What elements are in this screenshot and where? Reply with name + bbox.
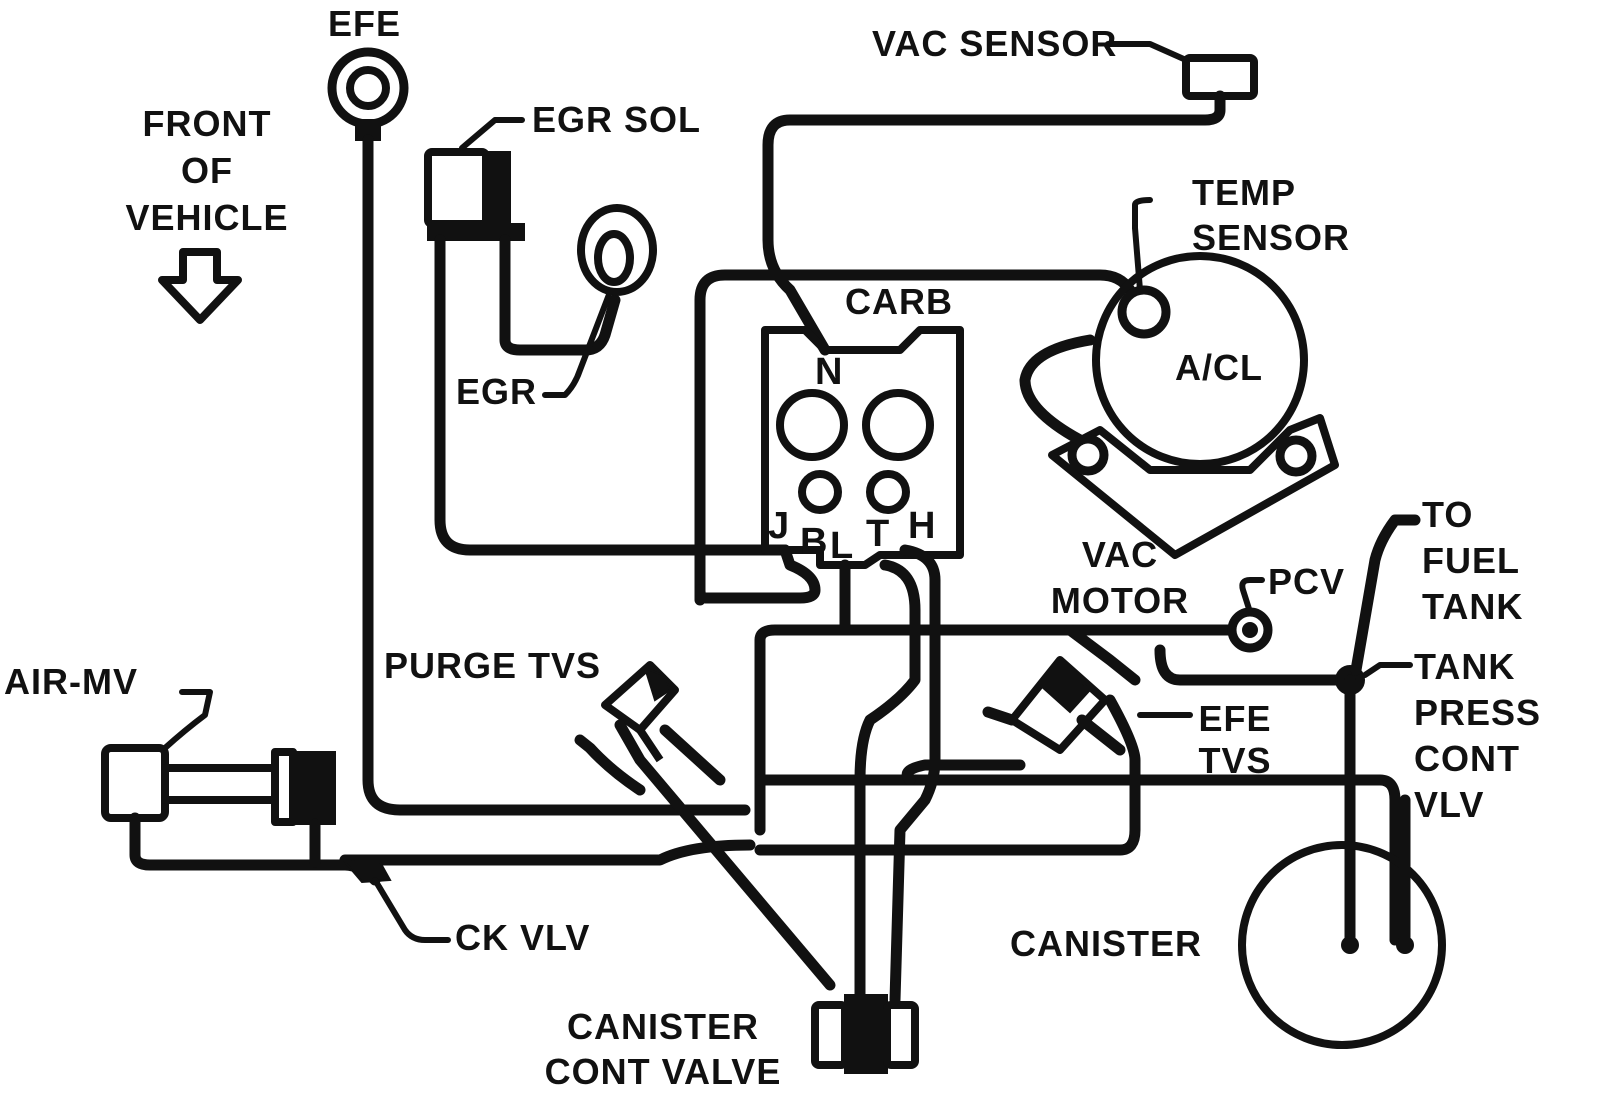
temp-sensor-leader: [1132, 197, 1153, 231]
port-l-label: L: [830, 525, 854, 567]
air-mv-hose: [129, 812, 381, 886]
egr-sol-hose-to-egr: [499, 234, 621, 356]
port-b-label: B: [800, 521, 828, 563]
canister-cont-valve-label: CANISTER CONT VALVE: [544, 1006, 782, 1092]
canister-valve-hose-3: [901, 759, 1026, 786]
purge-tvs-hose: [614, 719, 836, 991]
tank-press-line: [1154, 644, 1351, 686]
purge-tvs-hose-3: [659, 724, 726, 786]
temp-sensor-label: TEMP SENSOR: [1192, 172, 1351, 258]
carb-t-hose: [854, 559, 921, 1006]
canister-port-1: [1341, 936, 1359, 954]
front-of-vehicle-label: FRONT OF VEHICLE: [125, 103, 289, 238]
purge-tvs-label: PURGE TVS: [384, 645, 602, 686]
manifold-rail-hose: [754, 624, 1246, 836]
purge-tvs: [601, 661, 679, 763]
manifold-to-canister-hose: [754, 774, 1401, 946]
vac-sensor-leader: [1105, 41, 1189, 63]
front-arrow-icon: [158, 248, 242, 324]
vac-motor-label: VAC MOTOR: [1050, 534, 1190, 621]
ck-vlv-leader: [372, 877, 451, 943]
egr-solenoid: [424, 148, 525, 241]
carb-j-hose: [694, 544, 821, 604]
fuel-tank-line: [1350, 514, 1421, 676]
vac-motor-hose: [1064, 624, 1141, 686]
port-h-label: H: [908, 505, 936, 547]
to-fuel-tank-label: TO FUEL TANK: [1422, 494, 1524, 627]
canister-body: [1238, 841, 1446, 1049]
port-t-label: T: [866, 513, 890, 555]
pcv-valve: [1227, 607, 1273, 653]
pcv-label: PCV: [1268, 561, 1346, 602]
pcv-leader: [1239, 577, 1265, 615]
egr-valve: [577, 204, 657, 296]
canister-control-valve: [811, 994, 919, 1074]
port-n-label: N: [815, 351, 843, 393]
efe-tvs-label: EFE TVS: [1198, 698, 1272, 781]
tank-press-leader: [1362, 662, 1413, 678]
canister-label: CANISTER: [1010, 923, 1203, 964]
air-management-valve: [101, 744, 336, 826]
efe-tvs: [982, 656, 1126, 756]
egr-sol-to-carb-hose: [434, 234, 791, 556]
egr-sol-leader: [459, 117, 525, 151]
efe-valve: [327, 47, 409, 141]
acl-label: A/CL: [1175, 347, 1263, 388]
vac-sensor: [1182, 54, 1258, 100]
carb-label: CARB: [845, 281, 953, 322]
ck-vlv-label: CK VLV: [455, 917, 591, 958]
efe-label: EFE: [328, 3, 402, 44]
temp-sensor-hose: [694, 269, 1136, 606]
purge-tvs-hose-2: [574, 734, 646, 796]
egr-sol-label: EGR SOL: [532, 99, 702, 140]
carburetor: [761, 326, 964, 569]
air-cleaner: [1019, 252, 1339, 559]
air-mv-label: AIR-MV: [4, 661, 138, 702]
lower-return-hose: [339, 839, 756, 866]
egr-leader: [542, 289, 613, 398]
check-valve: [342, 861, 392, 884]
efe-hose: [362, 134, 751, 816]
manifold-lower-hose: [754, 694, 1141, 856]
egr-label: EGR: [456, 371, 538, 412]
air-mv-leader: [162, 689, 213, 751]
tank-press-cont-vlv-label: TANK PRESS CONT VLV: [1414, 646, 1542, 825]
port-j-label: J: [768, 505, 790, 547]
vac-sensor-label: VAC SENSOR: [872, 23, 1118, 64]
